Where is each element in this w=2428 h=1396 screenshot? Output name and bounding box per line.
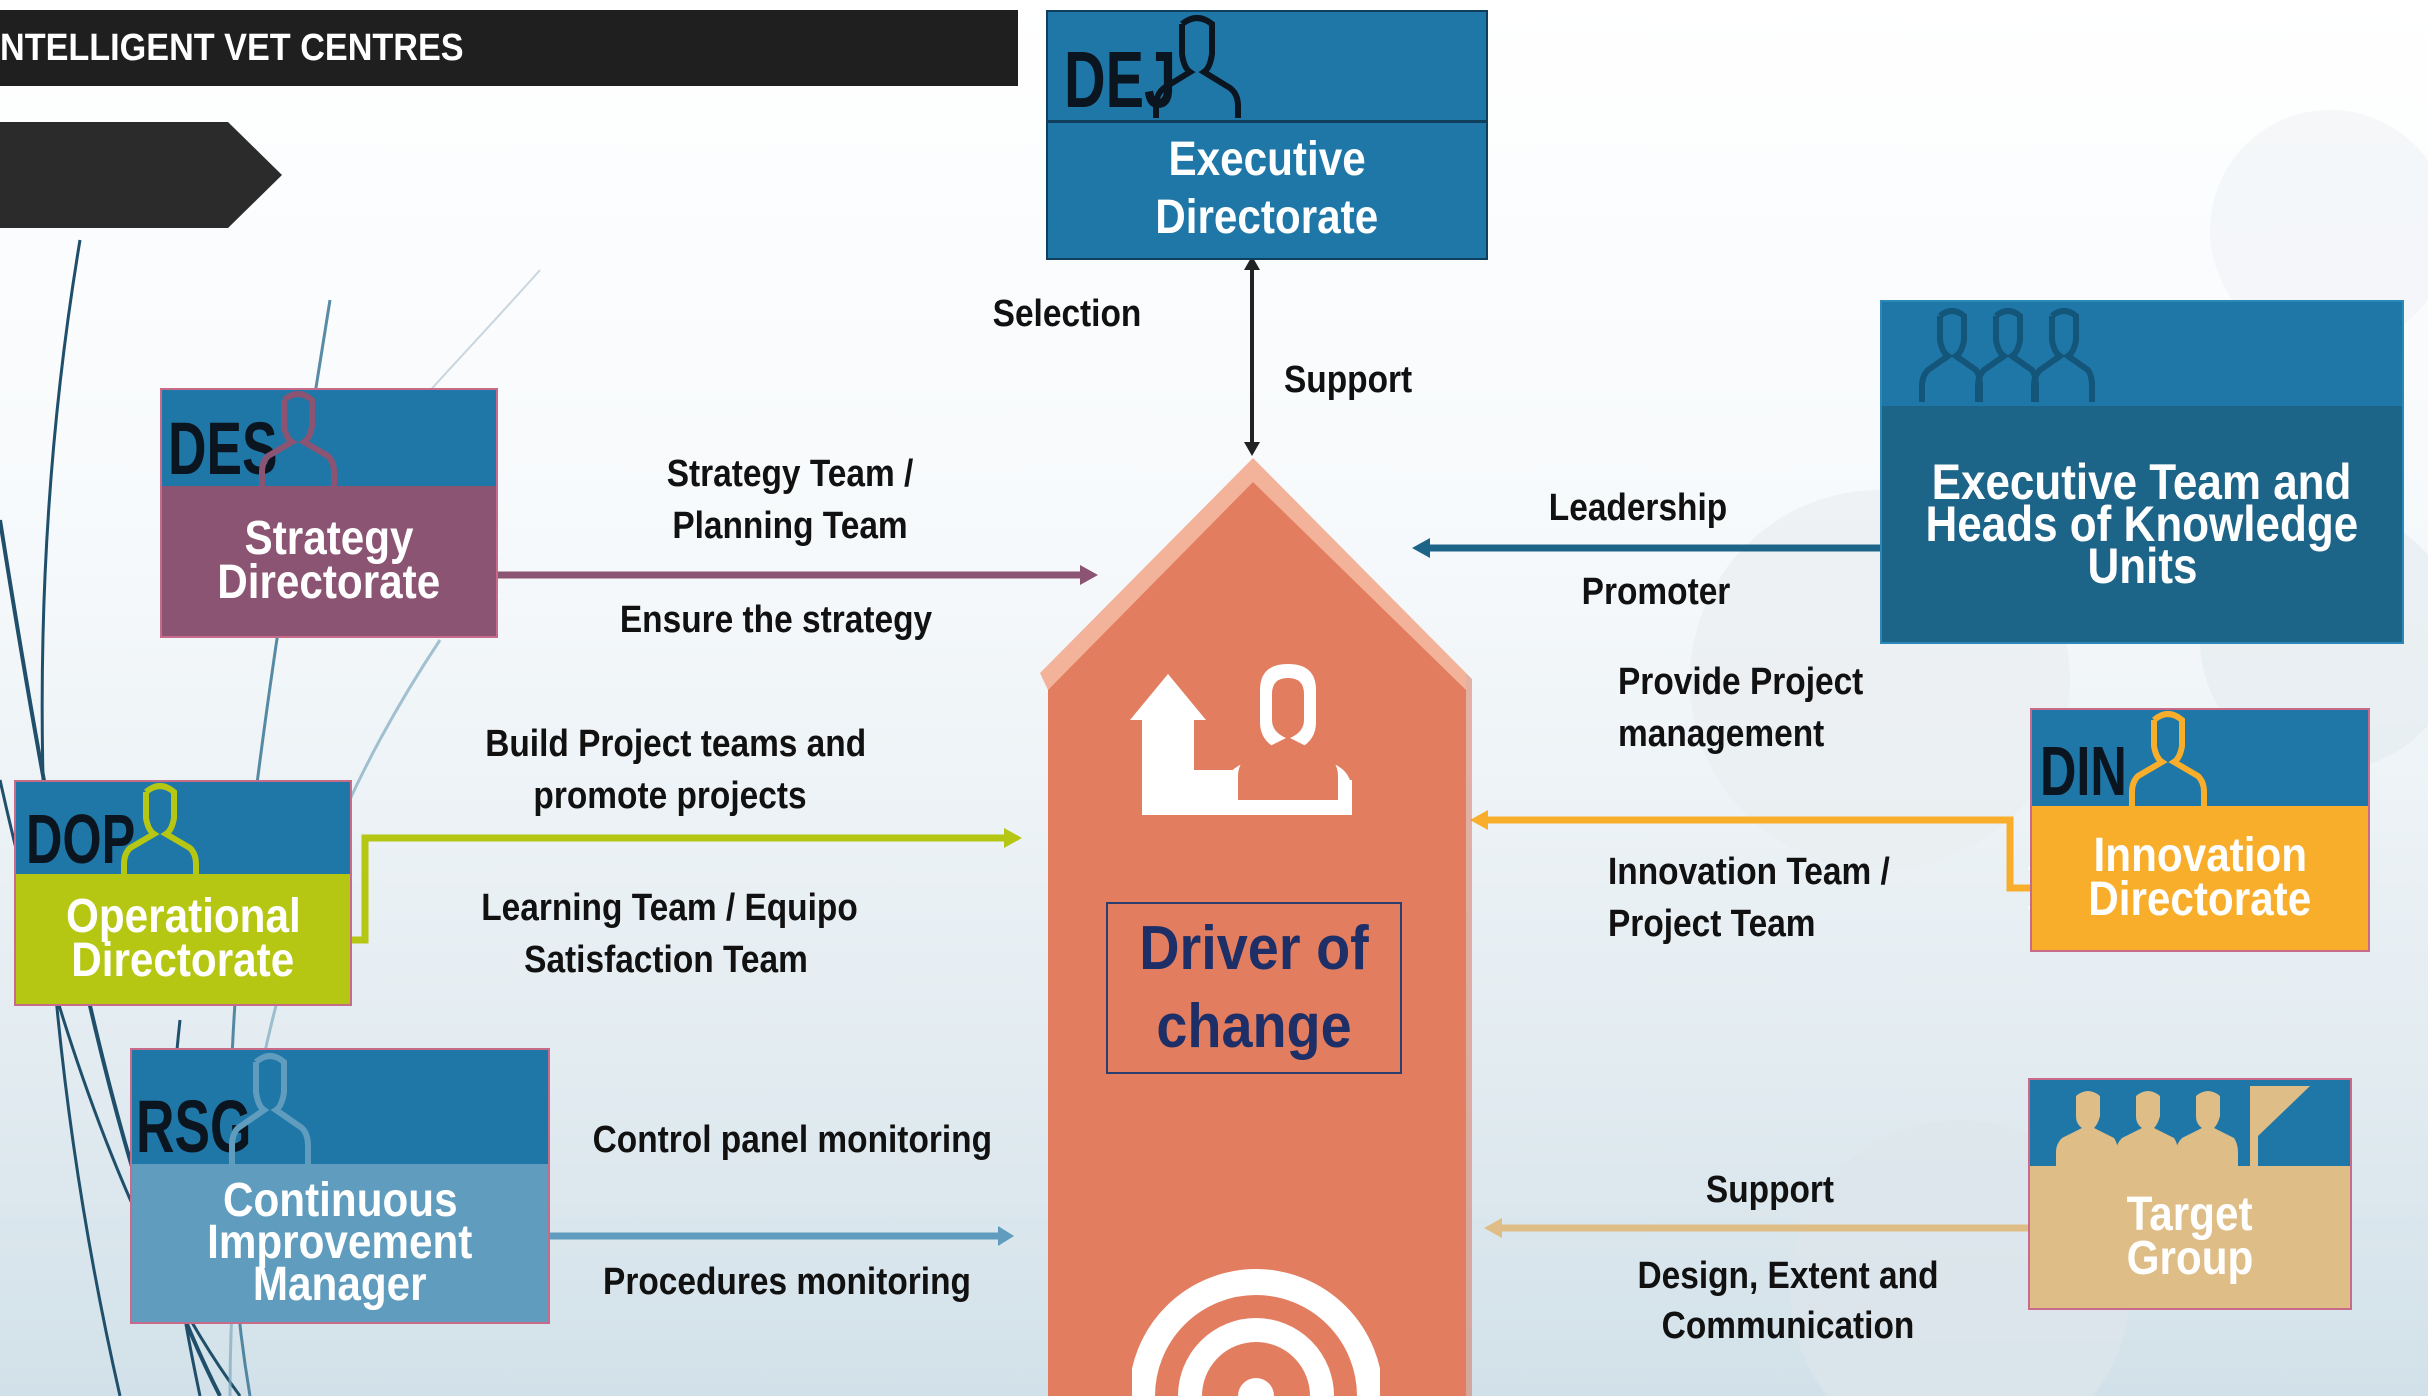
- connector-din-head-left: [1470, 810, 1488, 830]
- node-exec-line1: Executive Team and: [1932, 454, 2352, 510]
- label-provide-1: Provide Project: [1618, 661, 1864, 703]
- node-rsg-line3: Manager: [253, 1258, 427, 1311]
- driver-title-line1: Driver of: [1139, 914, 1369, 983]
- person-icon: [259, 391, 337, 486]
- label-innovation-1: Innovation Team /: [1608, 851, 1890, 893]
- node-des-line2: Directorate: [217, 556, 441, 609]
- node-executive-directorate: DEJ Executive Directorate: [1046, 10, 1488, 260]
- person-icon: [229, 1053, 311, 1164]
- label-strategy-team-1: Strategy Team /: [666, 453, 914, 495]
- label-learning-1: Learning Team / Equipo: [481, 887, 858, 929]
- connector-dop-head-right: [1004, 828, 1022, 848]
- connector-din: [1482, 816, 2040, 892]
- connector-rsg-head-right: [998, 1226, 1014, 1246]
- connector-dej-head-top: [1244, 256, 1260, 270]
- node-innovation-directorate: DIN Innovation Directorate: [2030, 708, 2370, 952]
- node-din-line1: Innovation: [2093, 829, 2307, 882]
- node-executive-team: Executive Team and Heads of Knowledge Un…: [1880, 300, 2404, 644]
- node-strategy-directorate: DES Strategy Directorate: [160, 388, 498, 638]
- label-build-2: promote projects: [533, 775, 807, 817]
- label-provide-2: management: [1618, 713, 1825, 755]
- connector-dop: [345, 834, 1012, 944]
- label-support-right: Support: [1705, 1169, 1835, 1211]
- person-icon: [121, 783, 199, 874]
- connector-des-head-right: [1080, 565, 1098, 585]
- label-support-top: Support: [1284, 359, 1413, 401]
- node-target-group: Target Group: [2028, 1078, 2352, 1310]
- node-din-line2: Directorate: [2088, 873, 2312, 926]
- node-dop-line1: Operational: [65, 890, 301, 943]
- node-target-line2: Group: [2126, 1232, 2254, 1285]
- person-up-arrow-icon: [1130, 664, 1352, 815]
- group-people-icon: [1919, 308, 2095, 402]
- person-icon: [1153, 15, 1241, 118]
- node-target-line1: Target: [2127, 1188, 2253, 1241]
- driver-of-change-box: Driver of change: [1106, 902, 1402, 1074]
- page-title: NTELLIGENT VET CENTRES: [0, 27, 464, 69]
- driver-title-line2: change: [1156, 992, 1352, 1061]
- label-design-2: Communication: [1661, 1305, 1915, 1347]
- node-rsg-line1: Continuous: [222, 1174, 458, 1227]
- node-dej-line1: Executive: [1168, 133, 1366, 186]
- label-promoter: Promoter: [1581, 571, 1731, 613]
- label-learning-2: Satisfaction Team: [524, 939, 808, 981]
- label-build-1: Build Project teams and: [485, 723, 867, 765]
- node-des-line1: Strategy: [244, 512, 414, 565]
- label-control-panel: Control panel monitoring: [592, 1119, 993, 1161]
- label-selection: Selection: [992, 293, 1142, 335]
- group-flag-icon: [2056, 1086, 2310, 1166]
- target-rings-icon: [1132, 1269, 1380, 1396]
- node-dop-code: DOP: [26, 800, 136, 878]
- node-rsg-line2: Improvement: [207, 1216, 473, 1269]
- label-ensure-strategy: Ensure the strategy: [619, 599, 933, 641]
- node-dop-line2: Directorate: [71, 934, 295, 987]
- node-exec-line2: Heads of Knowledge: [1925, 496, 2359, 552]
- label-procedures: Procedures monitoring: [603, 1261, 971, 1303]
- connector-exec-head-left: [1412, 538, 1430, 558]
- person-icon: [2129, 711, 2207, 806]
- node-operational-directorate: DOP Operational Directorate: [14, 780, 352, 1006]
- node-continuous-improvement-manager: RSG Continuous Improvement Manager: [130, 1048, 550, 1324]
- node-dej-line2: Directorate: [1155, 191, 1379, 244]
- node-exec-line3: Units: [2087, 538, 2197, 594]
- header-title-bar: NTELLIGENT VET CENTRES: [0, 10, 1018, 86]
- chevron-shape: [0, 122, 282, 228]
- connector-target-head-left: [1484, 1218, 1502, 1238]
- label-leadership: Leadership: [1548, 487, 1728, 529]
- label-innovation-2: Project Team: [1608, 903, 1816, 945]
- label-design-1: Design, Extent and: [1637, 1255, 1939, 1297]
- connector-dej-head-bottom: [1244, 442, 1260, 456]
- label-strategy-team-2: Planning Team: [672, 505, 908, 547]
- node-din-code: DIN: [2040, 732, 2127, 810]
